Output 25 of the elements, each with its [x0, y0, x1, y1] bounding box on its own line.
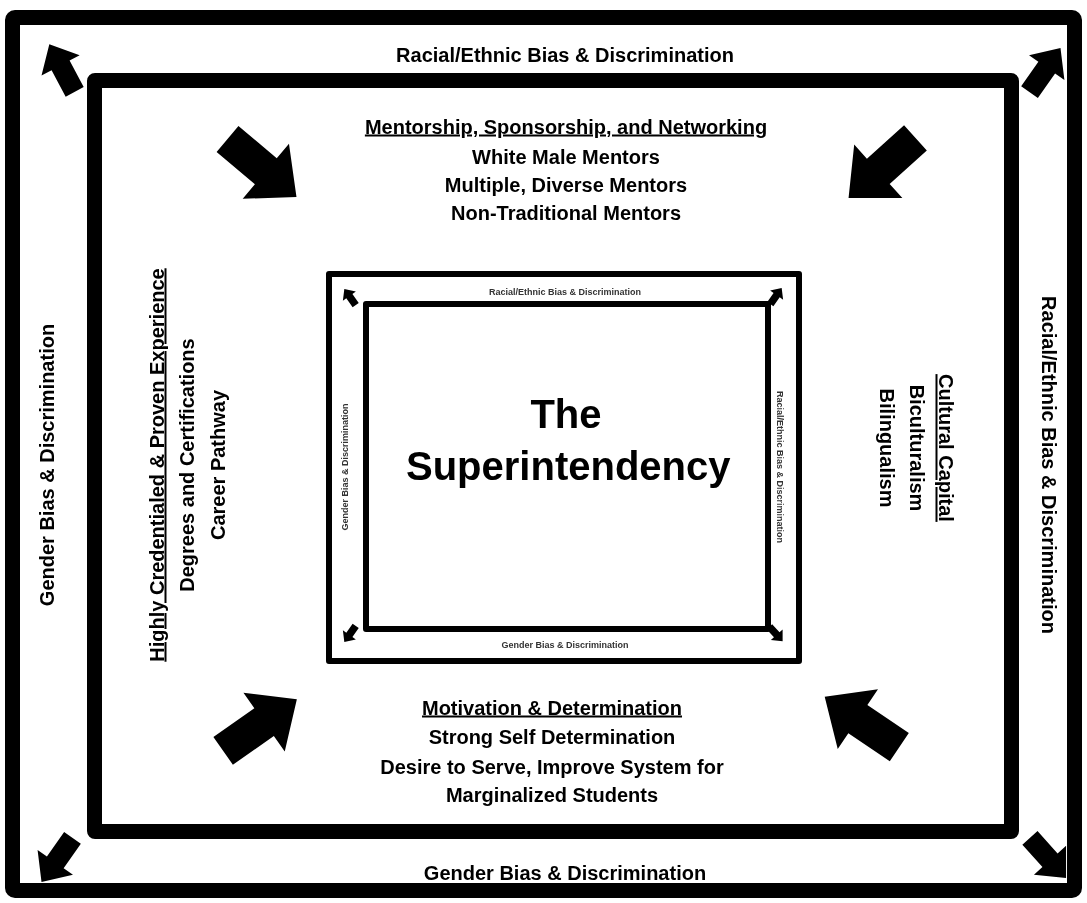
band-label: Gender Bias & Discrimination — [501, 639, 629, 651]
factor-item: Desire to Serve, Improve System for Marginalized Students — [379, 755, 725, 808]
factor-item: Bilingualism — [874, 388, 898, 508]
factor-item: Degrees and Certifications — [175, 338, 199, 592]
band-label: Gender Bias & Discrimination — [35, 323, 59, 607]
factor-heading: Highly Credentialed & Proven Experience — [145, 268, 169, 662]
band-label: Racial/Ethnic Bias & Discrimination — [489, 286, 641, 298]
factor-item: White Male Mentors — [472, 145, 660, 169]
factor-heading: Cultural Capital — [933, 374, 957, 522]
factor-item: Multiple, Diverse Mentors — [444, 173, 688, 197]
factor-heading: Mentorship, Sponsorship, and Networking — [364, 115, 768, 139]
frame-box — [87, 73, 1019, 839]
frame-box — [326, 271, 802, 664]
band-label: Gender Bias & Discrimination — [339, 403, 351, 531]
factor-item: Strong Self Determination — [428, 725, 676, 749]
frame-box — [363, 301, 771, 632]
band-label: Racial/Ethnic Bias & Discrimination — [1036, 296, 1060, 634]
factor-item: Biculturalism — [904, 384, 928, 512]
factor-heading: Motivation & Determination — [422, 696, 682, 720]
frame-box — [5, 10, 1082, 898]
factor-item: Career Pathway — [206, 389, 230, 541]
factor-item: Non-Traditional Mentors — [451, 201, 681, 225]
band-label: Gender Bias & Discrimination — [423, 861, 707, 885]
band-label: Racial/Ethnic Bias & Discrimination — [774, 391, 786, 543]
band-label: Racial/Ethnic Bias & Discrimination — [396, 43, 734, 67]
